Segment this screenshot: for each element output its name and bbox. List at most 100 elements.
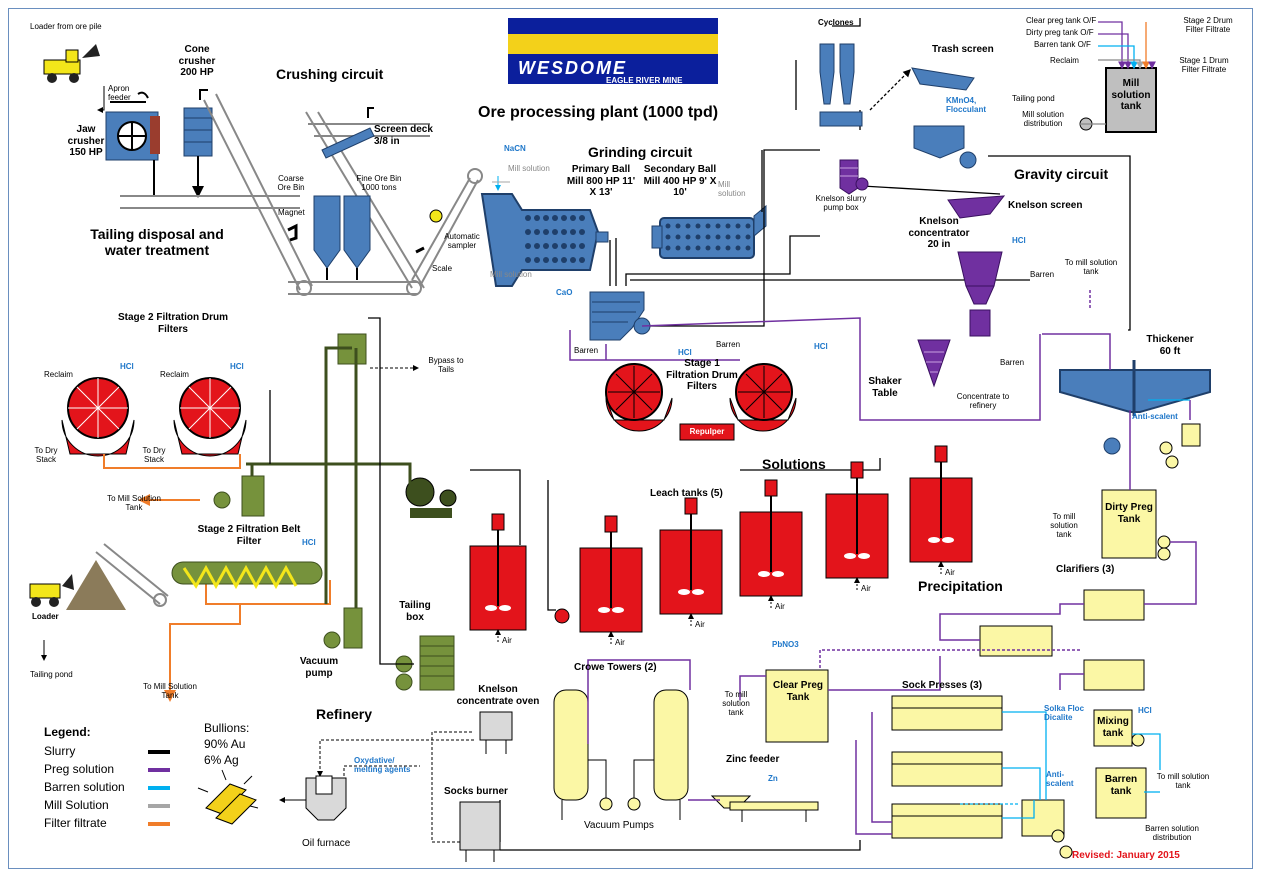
leach-tank xyxy=(470,514,526,642)
knelson-concentrator xyxy=(958,252,1002,336)
legend-item-filtrate: Filter filtrate xyxy=(44,817,107,831)
label-air: Air xyxy=(695,620,705,629)
label-bullions: Bullions: xyxy=(204,722,249,736)
leach-tank xyxy=(910,446,972,574)
section-crushing: Crushing circuit xyxy=(276,66,383,82)
page-title: Ore processing plant (1000 tpd) xyxy=(478,104,718,122)
label-dry-stack-b: To Dry Stack xyxy=(142,446,166,464)
label-mill-solution-3: Mill solution xyxy=(490,270,532,279)
label-tailing-pond-2: Tailing pond xyxy=(1012,94,1055,103)
zinc-feeder xyxy=(712,796,818,822)
anti-scalent-box xyxy=(1160,424,1200,468)
label-oxidative: Oxydative/ melting agents xyxy=(354,756,412,774)
section-refinery: Refinery xyxy=(316,706,372,722)
label-mill-sol-dist: Mill solution distribution xyxy=(1008,110,1078,128)
label-repulper: Repulper xyxy=(682,427,732,436)
label-barren-dist: Barren solution distribution xyxy=(1136,824,1208,842)
label-hcl-mix: HCl xyxy=(1138,706,1152,715)
label-to-mill-sol-tank-a: To Mill Solution Tank xyxy=(104,494,164,512)
label-loader-ore: Loader from ore pile xyxy=(30,22,102,31)
label-loader: Loader xyxy=(32,612,59,621)
label-barren-shaker: Barren xyxy=(1000,358,1024,367)
legend-item-preg: Preg solution xyxy=(44,763,114,777)
label-hcl-s1b: HCl xyxy=(814,342,828,351)
label-pbno3: PbNO3 xyxy=(772,640,799,649)
label-air: Air xyxy=(945,568,955,577)
loader-from-ore-pile xyxy=(44,44,100,83)
label-clear-preg: Clear Preg Tank xyxy=(770,680,826,703)
label-crowe: Crowe Towers (2) xyxy=(574,662,657,674)
label-barren-of: Barren tank O/F xyxy=(1034,40,1091,49)
label-mixing: Mixing tank xyxy=(1094,716,1132,739)
label-mill-sol-tank: Mill solution tank xyxy=(1108,78,1154,113)
label-to-mill-sol: To mill solution tank xyxy=(1060,258,1122,276)
label-to-mill-clear: To mill solution tank xyxy=(716,690,756,718)
section-solutions: Solutions xyxy=(762,456,826,472)
label-barren-s1: Barren xyxy=(574,346,598,355)
label-fine-bin: Fine Ore Bin 1000 tons xyxy=(354,174,404,192)
cyclones xyxy=(820,44,862,126)
label-hcl-s1: HCl xyxy=(678,348,692,357)
label-reclaim-a: Reclaim xyxy=(44,370,73,379)
label-stage2-belt: Stage 2 Filtration Belt Filter xyxy=(194,524,304,547)
tailings-pile xyxy=(66,560,126,610)
label-stage1-filtrate: Stage 1 Drum Filter Filtrate xyxy=(1176,56,1232,74)
cone-crusher xyxy=(184,90,212,156)
label-air: Air xyxy=(615,638,625,647)
label-socks-burner: Socks burner xyxy=(444,786,508,798)
jaw-crusher xyxy=(106,112,160,160)
label-knelson-screen: Knelson screen xyxy=(1008,200,1082,212)
label-conc-refinery: Concentrate to refinery xyxy=(948,392,1018,410)
label-apron: Apron feeder xyxy=(108,84,148,102)
mill-discharge-box xyxy=(590,292,650,340)
label-reclaim-2: Reclaim xyxy=(1050,56,1079,65)
shaker-table xyxy=(918,340,950,386)
sock-presses xyxy=(892,696,1002,838)
label-reclaim-b: Reclaim xyxy=(160,370,189,379)
label-nacn: NaCN xyxy=(504,144,526,153)
magnet xyxy=(288,226,296,240)
label-scale: Scale xyxy=(432,264,452,273)
label-to-mill-dirty: To mill solution tank xyxy=(1042,512,1086,540)
knelson-screen xyxy=(948,196,1004,218)
label-secondary-mill: Secondary Ball Mill 400 HP 9' X 10' xyxy=(640,164,720,199)
label-oil-furnace: Oil furnace xyxy=(302,838,350,850)
label-stage1: Stage 1 Filtration Drum Filters xyxy=(662,358,742,393)
label-zn: Zn xyxy=(768,774,778,783)
label-dirty-preg: Dirty Preg Tank xyxy=(1104,502,1154,525)
label-anti-scalent-2: Anti-scalent xyxy=(1046,770,1080,788)
label-mill-solution-2: Mill solution xyxy=(718,180,748,198)
label-trash-screen: Trash screen xyxy=(932,44,994,56)
label-knelson-oven: Knelson concentrate oven xyxy=(452,684,544,707)
label-hcl-b: HCl xyxy=(230,362,244,371)
label-screen-deck: Screen deck 3/8 in xyxy=(374,124,444,147)
socks-burner xyxy=(460,802,500,862)
knelson-oven xyxy=(480,712,512,754)
leach-tank xyxy=(826,462,888,590)
label-tailing-pond: Tailing pond xyxy=(30,670,73,679)
legend-title: Legend: xyxy=(44,726,91,740)
label-clarifiers: Clarifiers (3) xyxy=(1056,564,1114,576)
ore-bins xyxy=(314,196,370,280)
label-dirty-of: Dirty preg tank O/F xyxy=(1026,28,1094,37)
label-barren-tank: Barren tank xyxy=(1098,774,1144,797)
label-hcl-knelson: HCl xyxy=(1012,236,1026,245)
legend-item-slurry: Slurry xyxy=(44,745,75,759)
label-knelson-box: Knelson slurry pump box xyxy=(812,194,870,212)
label-primary-mill: Primary Ball Mill 800 HP 11' X 13' xyxy=(566,164,636,199)
label-coarse-bin: Coarse Ore Bin xyxy=(276,174,306,192)
label-sock-presses: Sock Presses (3) xyxy=(902,680,982,692)
leach-tank xyxy=(740,480,802,608)
legend-item-barren: Barren solution xyxy=(44,781,125,795)
label-vac-pumps: Vacuum Pumps xyxy=(584,820,654,832)
label-cyclones: Cyclones xyxy=(818,18,854,27)
label-stage2-filtrate: Stage 2 Drum Filter Filtrate xyxy=(1180,16,1236,34)
label-vacuum-pump: Vacuum pump xyxy=(294,656,344,679)
section-precipitation: Precipitation xyxy=(918,578,1003,594)
logo-sub: EAGLE RIVER MINE xyxy=(606,76,682,85)
label-shaker: Shaker Table xyxy=(868,376,902,399)
label-barren-s1b: Barren xyxy=(716,340,740,349)
label-jaw-crusher: Jaw crusher 150 HP xyxy=(66,124,106,159)
section-gravity: Gravity circuit xyxy=(1014,166,1108,182)
label-barren-knelson: Barren xyxy=(1030,270,1054,279)
